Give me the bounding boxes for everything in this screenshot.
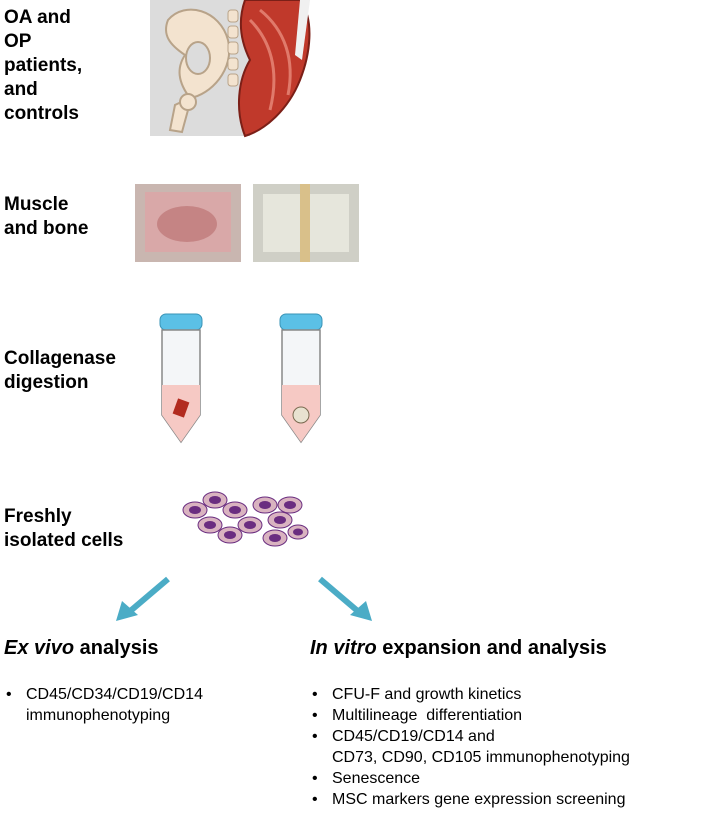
arrow-left-head xyxy=(116,601,138,621)
anatomy-illustration xyxy=(150,0,311,138)
bullet: • xyxy=(312,770,318,787)
branch-arrows xyxy=(116,576,372,621)
bullet: • xyxy=(312,728,318,745)
list-item: • CFU-F and growth kinetics xyxy=(310,684,630,705)
list-item: • MSC markers gene expression screening xyxy=(310,789,630,810)
cell-nucleus xyxy=(293,528,303,536)
collagenase-tubes xyxy=(159,313,323,444)
heading-italic: In vitro xyxy=(310,637,377,659)
step-line: controls xyxy=(4,103,79,124)
cell-nucleus xyxy=(284,501,296,509)
cell-nucleus xyxy=(209,496,221,504)
muscle-fibre xyxy=(259,8,292,96)
step-label-collagenase: Collagenase digestion xyxy=(4,347,116,395)
cells-cluster xyxy=(182,491,309,547)
bone-fragment xyxy=(292,406,310,424)
step-label-fresh-cells: Freshly isolated cells xyxy=(4,505,123,553)
arrow-right-shaft xyxy=(318,576,362,616)
step-line: Freshly xyxy=(4,506,72,527)
step-line: isolated cells xyxy=(4,530,124,551)
cell-nucleus xyxy=(259,501,271,509)
list-item-line: Multilineage differentiation xyxy=(332,707,523,724)
pelvis-hole xyxy=(185,41,211,75)
muscle-tissue xyxy=(157,206,217,242)
step-label-muscle-bone: Muscle and bone xyxy=(4,193,88,241)
list-item-line: MSC markers gene expression screening xyxy=(332,791,626,808)
list-item: • CD45/CD19/CD14 and CD73, CD90, CD105 i… xyxy=(310,726,630,768)
heading-rest: expansion and analysis xyxy=(376,637,607,659)
bullet: • xyxy=(312,707,318,724)
tube-cap xyxy=(159,313,203,331)
step-label-patients: OA and OP patients, and controls xyxy=(4,6,82,126)
list-item-line: CD73, CD90, CD105 immunophenotyping xyxy=(332,749,630,766)
cell-nucleus xyxy=(224,531,236,539)
cell-nucleus xyxy=(204,521,216,529)
step-line: OP xyxy=(4,31,32,52)
arrow-right-head xyxy=(350,601,372,621)
list-item-line: CD45/CD34/CD19/CD14 xyxy=(26,686,203,703)
bullet: • xyxy=(6,686,12,703)
vertebra xyxy=(227,57,239,71)
vertebra xyxy=(227,9,239,23)
in-vitro-list: • CFU-F and growth kinetics • Multilinea… xyxy=(310,684,630,810)
femur-head xyxy=(179,93,197,111)
heading-rest: analysis xyxy=(74,637,159,659)
tendon xyxy=(295,0,310,60)
tube-cap xyxy=(279,313,323,331)
list-item-line: CD45/CD19/CD14 and xyxy=(332,728,495,745)
step-line: digestion xyxy=(4,372,89,393)
step-line: Collagenase xyxy=(4,348,116,369)
cell-nucleus xyxy=(229,506,241,514)
cell-nucleus xyxy=(274,516,286,524)
list-item-line: immunophenotyping xyxy=(26,707,171,724)
ex-vivo-list: • CD45/CD34/CD19/CD14 immunophenotyping xyxy=(4,684,203,726)
step-line: OA and xyxy=(4,7,71,28)
list-item: • CD45/CD34/CD19/CD14 immunophenotyping xyxy=(4,684,203,726)
bone-sample xyxy=(300,184,310,262)
bullet: • xyxy=(312,686,318,703)
list-item-line: CFU-F and growth kinetics xyxy=(332,686,522,703)
tissue-sample-photos xyxy=(135,184,359,262)
list-item: • Senescence xyxy=(310,768,630,789)
heading-italic: Ex vivo xyxy=(4,637,75,659)
step-line: Muscle xyxy=(4,194,69,215)
list-item: • Multilineage differentiation xyxy=(310,705,630,726)
step-line: and xyxy=(4,79,38,100)
in-vitro-heading: In vitro expansion and analysis xyxy=(310,637,607,660)
cell-nucleus xyxy=(269,534,281,542)
arrow-left-shaft xyxy=(126,576,170,616)
step-line: and bone xyxy=(4,218,89,239)
cell-nucleus xyxy=(189,506,201,514)
vertebra xyxy=(227,73,239,87)
ex-vivo-heading: Ex vivo analysis xyxy=(4,637,159,660)
bullet: • xyxy=(312,791,318,808)
vertebra xyxy=(227,25,239,39)
cell-nucleus xyxy=(244,521,256,529)
muscle-fibre xyxy=(248,18,276,111)
step-line: patients, xyxy=(4,55,83,76)
list-item-line: Senescence xyxy=(332,770,421,787)
muscle-fragment xyxy=(172,398,190,418)
vertebra xyxy=(227,41,239,55)
